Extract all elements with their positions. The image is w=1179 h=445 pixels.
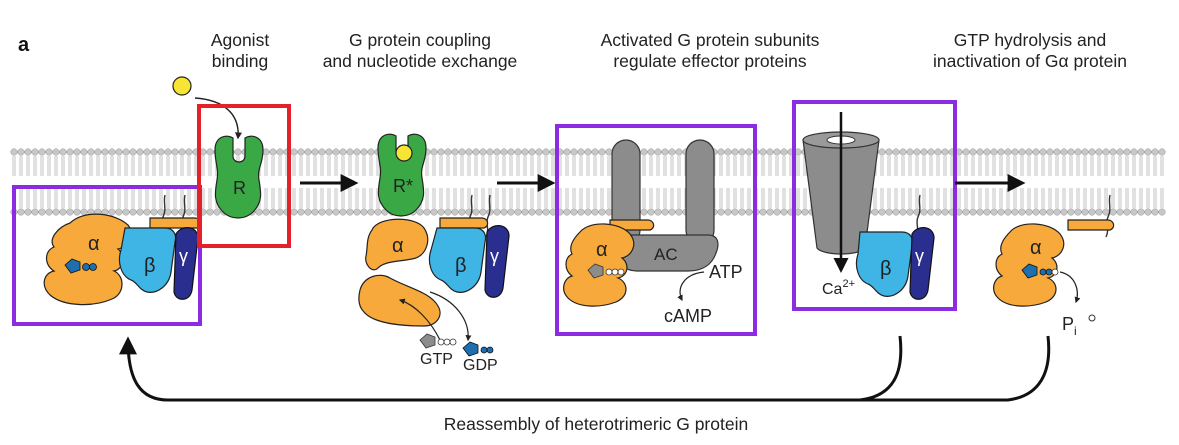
heterotrimer-inactive: α β γ bbox=[43, 194, 202, 306]
gamma-label-2: γ bbox=[490, 246, 499, 266]
step-2-label: G protein coupling and nucleotide exchan… bbox=[300, 30, 540, 72]
calcium-label: Ca2+ bbox=[822, 278, 855, 298]
alpha-gdp-inactive: α Pi bbox=[993, 194, 1115, 338]
gdp-pentagon bbox=[64, 258, 81, 274]
alpha-label-3: α bbox=[596, 239, 608, 261]
gdp-bound-pentagon bbox=[1021, 263, 1038, 279]
step-4-label-line1: GTP hydrolysis and bbox=[953, 30, 1107, 50]
step-3-label-line1: Activated G protein subunits bbox=[600, 30, 820, 50]
gamma-subunit-shape bbox=[173, 227, 199, 300]
highlight-box-purple-2 bbox=[555, 124, 757, 336]
agonist-arrow bbox=[194, 97, 242, 140]
beta-label-3: β bbox=[880, 258, 892, 280]
step-1-label-line1: Agonist bbox=[210, 30, 270, 50]
step-3-label-line2: regulate effector proteins bbox=[613, 51, 807, 71]
step-4-label-line2: inactivation of Gα protein bbox=[933, 51, 1127, 71]
camp-label: cAMP bbox=[664, 306, 712, 326]
ac-transmembrane-right bbox=[685, 139, 715, 245]
reassembly-caption: Reassembly of heterotrimeric G protein bbox=[444, 414, 748, 434]
atp-label: ATP bbox=[709, 262, 743, 282]
reassembly-arrow bbox=[119, 335, 903, 402]
gdp-label: GDP bbox=[463, 357, 498, 374]
alpha-label: α bbox=[88, 233, 100, 255]
step-2-label-line2: and nucleotide exchange bbox=[322, 51, 518, 71]
ion-channel-complex: Ca2+ β γ bbox=[802, 112, 935, 300]
reassembly-arrow-branch bbox=[860, 335, 1051, 402]
adenylyl-cyclase-complex: AC α ATP cAMP bbox=[563, 139, 743, 326]
alpha-subunit-shape bbox=[43, 213, 132, 306]
beta-subunit-shape-2 bbox=[428, 227, 487, 293]
gamma-subunit-shape-3 bbox=[909, 227, 935, 300]
receptor-g-protein-complex: R* α β γ GTP GDP bbox=[358, 133, 510, 374]
highlight-box-red bbox=[197, 104, 291, 248]
gamma-label-3: γ bbox=[915, 246, 924, 266]
step-4-label: GTP hydrolysis and inactivation of Gα pr… bbox=[895, 30, 1165, 72]
phosphate-label: Pi bbox=[1062, 314, 1077, 338]
step-2-label-line1: G protein coupling bbox=[348, 30, 492, 50]
alpha-subunit-open-shape bbox=[365, 218, 429, 271]
highlight-box-purple-1 bbox=[12, 185, 202, 326]
beta-label: β bbox=[144, 255, 156, 277]
alpha-label-2: α bbox=[392, 235, 404, 257]
gtp-bound-pentagon bbox=[587, 263, 604, 279]
agonist-ligand bbox=[172, 76, 192, 96]
panel-letter: a bbox=[18, 34, 30, 56]
receptor-label: R bbox=[233, 178, 246, 198]
step-3-label: Activated G protein subunits regulate ef… bbox=[565, 30, 855, 72]
highlight-box-purple-3 bbox=[792, 100, 957, 311]
bound-agonist bbox=[395, 144, 413, 162]
alpha-helical-domain bbox=[358, 274, 441, 327]
receptor-active-label: R* bbox=[393, 176, 413, 196]
receptor-inactive-shape bbox=[214, 135, 264, 219]
step-1-label-line2: binding bbox=[211, 51, 269, 71]
beta-subunit-shape bbox=[118, 227, 177, 293]
ac-label: AC bbox=[654, 245, 678, 264]
gamma-label: γ bbox=[179, 246, 188, 266]
alpha-label-4: α bbox=[1030, 237, 1042, 259]
gtp-pentagon bbox=[419, 333, 436, 349]
step-1-label: Agonist binding bbox=[185, 30, 295, 72]
gdp-pentagon-released bbox=[462, 341, 479, 357]
beta-label-2: β bbox=[455, 255, 467, 277]
gtp-label: GTP bbox=[420, 351, 453, 368]
gamma-subunit-shape-2 bbox=[484, 225, 510, 298]
